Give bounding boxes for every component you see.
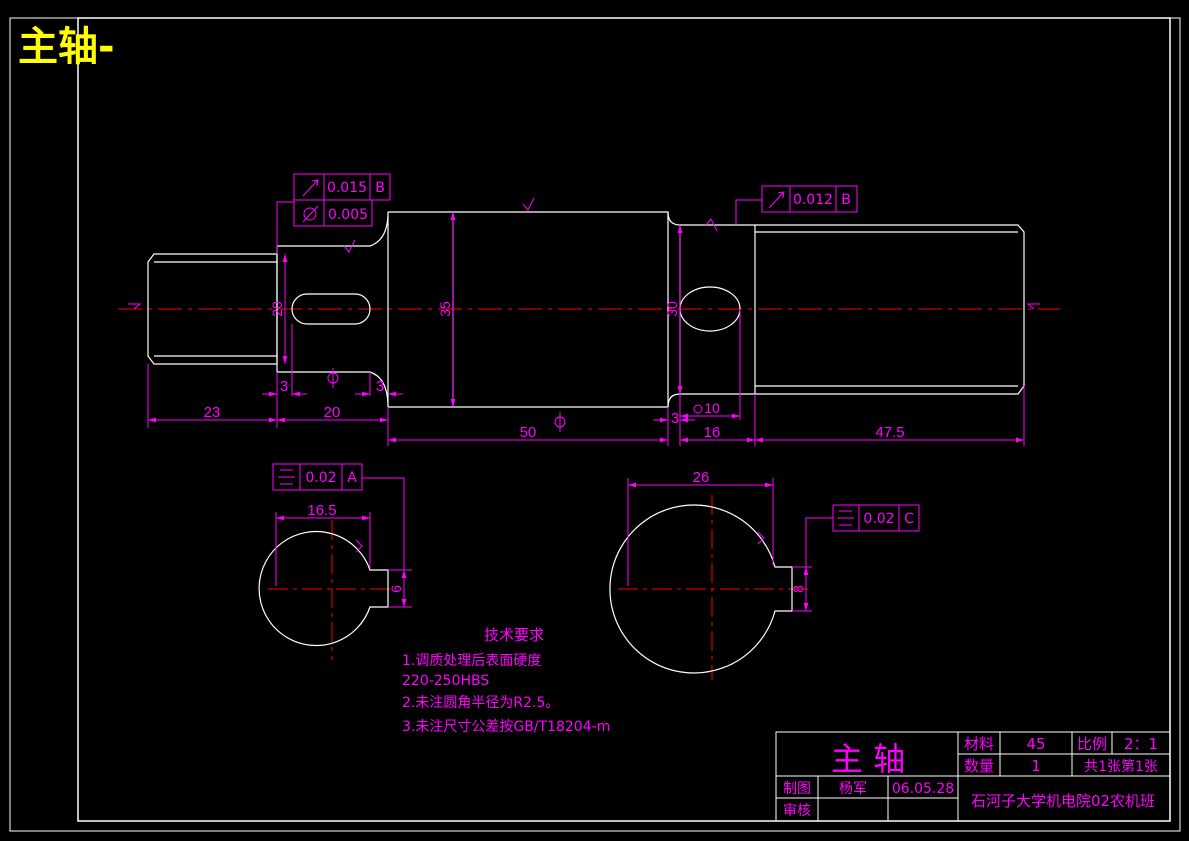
dim-16: 16 bbox=[704, 424, 721, 441]
runout-icon bbox=[768, 191, 785, 209]
tech-line: 3.未注尺寸公差按GB/T18204-m bbox=[402, 719, 610, 735]
roughness-icon bbox=[355, 539, 363, 553]
svg-text:材料: 材料 bbox=[964, 735, 994, 753]
dim-16-5: 16.5 bbox=[307, 502, 336, 519]
dim-8: 8 bbox=[790, 585, 806, 593]
symmetry-icon bbox=[278, 469, 295, 485]
dim-26: 26 bbox=[693, 469, 710, 486]
tech-line: 220-250HBS bbox=[402, 673, 489, 689]
frame bbox=[9, 17, 1181, 832]
dim-d35: 35 bbox=[437, 301, 453, 317]
dim-50: 50 bbox=[520, 424, 537, 441]
runout-icon bbox=[302, 179, 319, 197]
dim-3-c: 3 bbox=[671, 410, 679, 427]
svg-text:比例: 比例 bbox=[1077, 735, 1107, 753]
roughness-icon bbox=[343, 239, 356, 253]
dim-47-5: 47.5 bbox=[875, 424, 904, 441]
symmetry-icon bbox=[837, 510, 854, 526]
svg-text:制图: 制图 bbox=[783, 781, 811, 797]
svg-text:0.02: 0.02 bbox=[305, 470, 336, 486]
section-view-left: 16.5 6 0.02 A bbox=[258, 463, 412, 660]
svg-text:A: A bbox=[347, 470, 357, 486]
surface-symbols bbox=[128, 197, 1040, 432]
svg-text:B: B bbox=[841, 192, 851, 208]
svg-text:06.05.28: 06.05.28 bbox=[892, 781, 954, 797]
dim-6: 6 bbox=[388, 585, 404, 593]
tech-heading: 技术要求 bbox=[484, 626, 544, 644]
roughness-icon bbox=[522, 197, 535, 211]
roughness-icon bbox=[757, 531, 765, 545]
tolerance-frame-runout-2: 0.012 B bbox=[761, 185, 858, 213]
roughness-icon bbox=[1026, 303, 1040, 310]
page-title: 主轴- bbox=[18, 24, 115, 70]
svg-text:审核: 审核 bbox=[783, 803, 811, 819]
part-name: 主 轴 bbox=[831, 740, 905, 778]
technical-requirements: 技术要求 1.调质处理后表面硬度 220-250HBS 2.未注圆角半径为R2.… bbox=[402, 626, 610, 735]
svg-text:0.012: 0.012 bbox=[793, 192, 833, 208]
tolerance-frame-cylindricity: 0.005 bbox=[293, 199, 373, 227]
dim-3-b: 3 bbox=[376, 378, 384, 395]
svg-text:0.02: 0.02 bbox=[863, 511, 894, 527]
cylindricity-icon bbox=[302, 205, 319, 223]
svg-text:C: C bbox=[904, 511, 914, 527]
roughness-icon bbox=[128, 303, 142, 310]
section-view-right: 26 8 0.02 C bbox=[609, 469, 920, 680]
dim-23: 23 bbox=[204, 404, 221, 421]
dim-d30: 30 bbox=[664, 301, 680, 317]
dim-d20: 20 bbox=[269, 301, 285, 317]
tech-line: 2.未注圆角半径为R2.5。 bbox=[402, 695, 559, 711]
svg-text:2：1: 2：1 bbox=[1124, 735, 1158, 753]
svg-text:杨军: 杨军 bbox=[839, 781, 867, 797]
shaft-outline bbox=[147, 211, 1025, 408]
title-block: 主 轴 材料 45 比例 2：1 数量 1 共1张第1张 制图 杨军 06.05… bbox=[775, 731, 1171, 822]
svg-text:数量: 数量 bbox=[964, 757, 994, 775]
dim-10: 10 bbox=[704, 400, 720, 416]
svg-text:B: B bbox=[375, 180, 385, 196]
dimension-texts: 23 20 3 3 50 3 16 47.5 10 20 35 30 bbox=[204, 301, 905, 441]
organization: 石河子大学机电院02农机班 bbox=[971, 792, 1155, 810]
roughness-icon bbox=[705, 218, 718, 232]
dimension-lines bbox=[147, 199, 1025, 446]
svg-text:0.015: 0.015 bbox=[327, 180, 367, 196]
svg-text:1: 1 bbox=[1031, 757, 1041, 775]
svg-text:0.005: 0.005 bbox=[328, 207, 368, 223]
tech-line: 1.调质处理后表面硬度 bbox=[402, 653, 541, 669]
svg-text:45: 45 bbox=[1026, 735, 1045, 753]
datum-symbol-icon bbox=[693, 404, 703, 414]
dim-3-a: 3 bbox=[280, 378, 288, 395]
svg-text:共1张第1张: 共1张第1张 bbox=[1084, 758, 1158, 775]
dim-20-len: 20 bbox=[324, 404, 341, 421]
tolerance-frame-runout-1: 0.015 B bbox=[293, 173, 391, 201]
